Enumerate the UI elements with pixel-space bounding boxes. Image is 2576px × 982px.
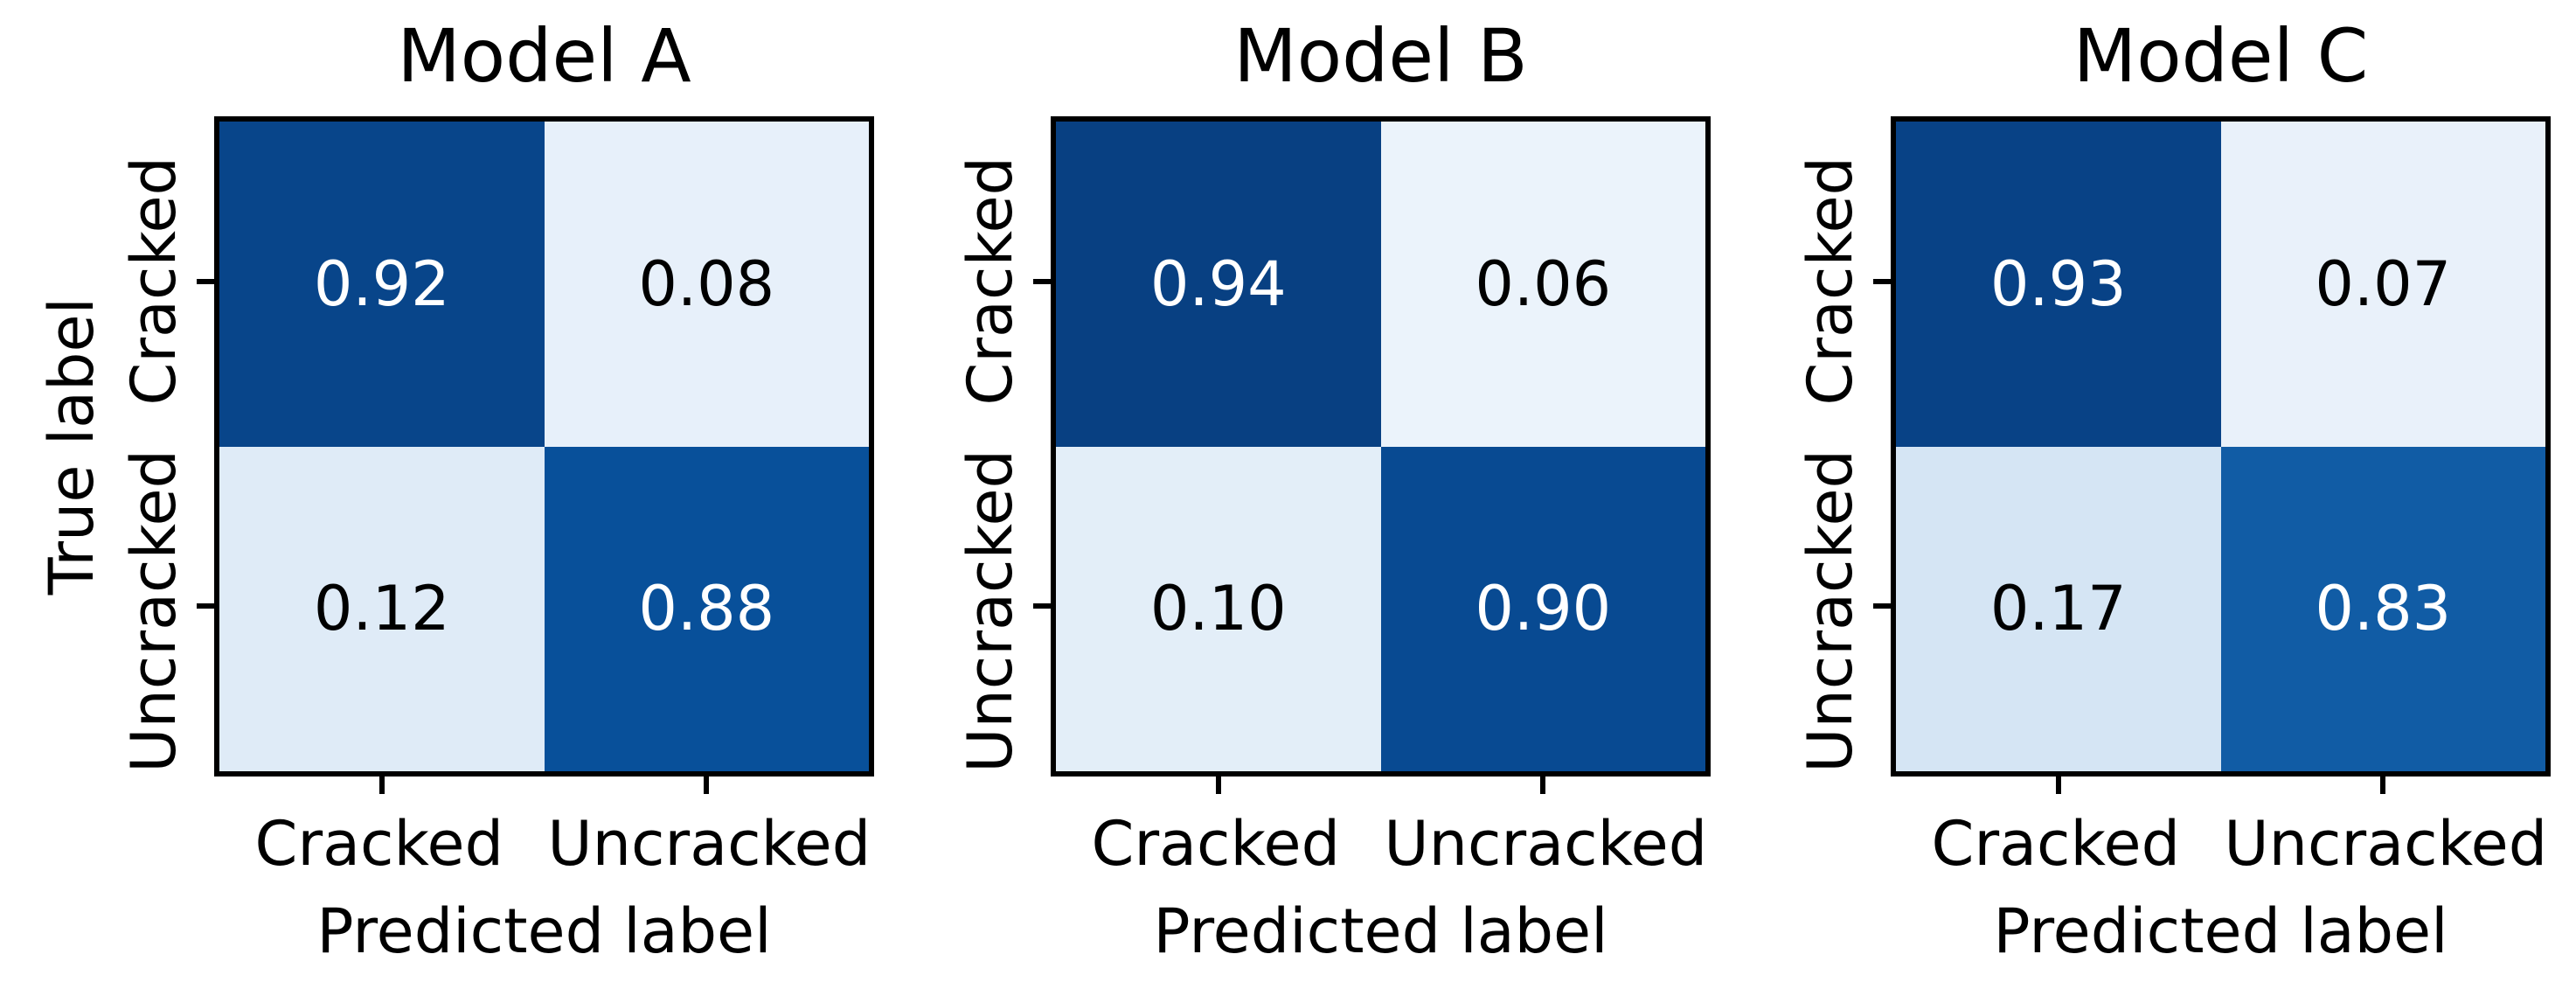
- x-tick-labels: Cracked Uncracked: [1891, 813, 2551, 874]
- panel-model-b: Model B Cracked Uncracked 0.94 0.06 0.10…: [955, 0, 1711, 982]
- y-tick-label: Uncracked: [1794, 449, 1866, 774]
- x-tick-label: Uncracked: [547, 808, 871, 880]
- cell-value: 0.92: [313, 247, 450, 320]
- cell-value: 0.06: [1475, 247, 1612, 320]
- x-tick-labels: Cracked Uncracked: [1051, 813, 1711, 874]
- y-tick-mark: [1033, 603, 1051, 609]
- cell-value: 0.10: [1149, 573, 1287, 645]
- cell-value: 0.12: [313, 573, 450, 645]
- matrix-cell: 0.17: [1896, 446, 2221, 771]
- y-tick-label: Cracked: [954, 157, 1026, 407]
- matrix-cell: 0.12: [219, 446, 545, 771]
- x-tick-label: Uncracked: [2224, 808, 2548, 880]
- y-tick-mark: [197, 278, 214, 284]
- heatmap-model-b: 0.94 0.06 0.10 0.90: [1033, 116, 1711, 794]
- y-tick-label: Uncracked: [954, 449, 1026, 774]
- x-tick-label: Cracked: [1091, 808, 1341, 880]
- panel-title: Model A: [397, 13, 691, 99]
- x-tick-label: Cracked: [254, 808, 504, 880]
- x-tick-mark: [704, 777, 710, 794]
- y-tick-mark: [1873, 603, 1891, 609]
- matrix-cell: 0.07: [2220, 122, 2545, 447]
- x-axis-label: Predicted label: [1993, 895, 2448, 967]
- y-tick-label: Cracked: [117, 157, 190, 407]
- cell-value: 0.07: [2315, 247, 2452, 320]
- cell-value: 0.93: [1989, 247, 2127, 320]
- y-tick-label-row1: Cracked: [116, 116, 191, 447]
- panel-title: Model B: [1233, 13, 1528, 99]
- matrix-cell: 0.94: [1056, 122, 1381, 447]
- y-axis-label: True label: [35, 297, 108, 595]
- x-tick-labels: Cracked Uncracked: [214, 813, 874, 874]
- y-tick-mark: [197, 603, 214, 609]
- x-tick-label: Cracked: [1931, 808, 2181, 880]
- y-tick-labels: Cracked Uncracked: [953, 116, 1028, 777]
- matrix-cell: 0.10: [1056, 446, 1381, 771]
- x-tick-mark: [2380, 777, 2386, 794]
- x-tick-mark: [2055, 777, 2061, 794]
- y-axis-label-column: True label: [34, 116, 109, 777]
- y-tick-labels: Cracked Uncracked: [1793, 116, 1868, 777]
- cell-value: 0.88: [638, 573, 775, 645]
- cell-value: 0.90: [1475, 573, 1612, 645]
- heatmap-model-a: 0.92 0.08 0.12 0.88: [197, 116, 874, 794]
- panel-model-a: Model A True label Cracked Uncracked 0.9…: [36, 0, 874, 982]
- y-tick-mark: [1873, 278, 1891, 284]
- x-tick-mark: [378, 777, 385, 794]
- y-tick-label-row2: Uncracked: [116, 447, 191, 777]
- y-tick-label: Uncracked: [117, 449, 190, 774]
- y-tick-label-row1: Cracked: [1793, 116, 1868, 447]
- y-tick-label-row2: Uncracked: [1793, 447, 1868, 777]
- y-tick-label-row1: Cracked: [953, 116, 1028, 447]
- cell-value: 0.17: [1989, 573, 2127, 645]
- y-tick-mark: [1033, 278, 1051, 284]
- x-tick-mark: [1215, 777, 1221, 794]
- matrix-cell: 0.88: [544, 446, 869, 771]
- matrix-cell: 0.90: [1380, 446, 1705, 771]
- matrix-cell: 0.93: [1896, 122, 2221, 447]
- panel-title: Model C: [2073, 13, 2369, 99]
- x-tick-label: Uncracked: [1384, 808, 1708, 880]
- cell-value: 0.94: [1149, 247, 1287, 320]
- x-axis-label: Predicted label: [1153, 895, 1608, 967]
- x-tick-mark: [1540, 777, 1546, 794]
- y-tick-label: Cracked: [1794, 157, 1866, 407]
- y-tick-label-row2: Uncracked: [953, 447, 1028, 777]
- panel-model-c: Model C Cracked Uncracked 0.93 0.07 0.17…: [1795, 0, 2551, 982]
- matrix-cell: 0.92: [219, 122, 545, 447]
- cell-value: 0.08: [638, 247, 775, 320]
- matrix-cell: 0.06: [1380, 122, 1705, 447]
- cell-value: 0.83: [2315, 573, 2452, 645]
- heatmap-model-c: 0.93 0.07 0.17 0.83: [1873, 116, 2551, 794]
- matrix-cell: 0.83: [2220, 446, 2545, 771]
- matrix-cell: 0.08: [544, 122, 869, 447]
- y-tick-labels: Cracked Uncracked: [116, 116, 191, 777]
- x-axis-label: Predicted label: [316, 895, 772, 967]
